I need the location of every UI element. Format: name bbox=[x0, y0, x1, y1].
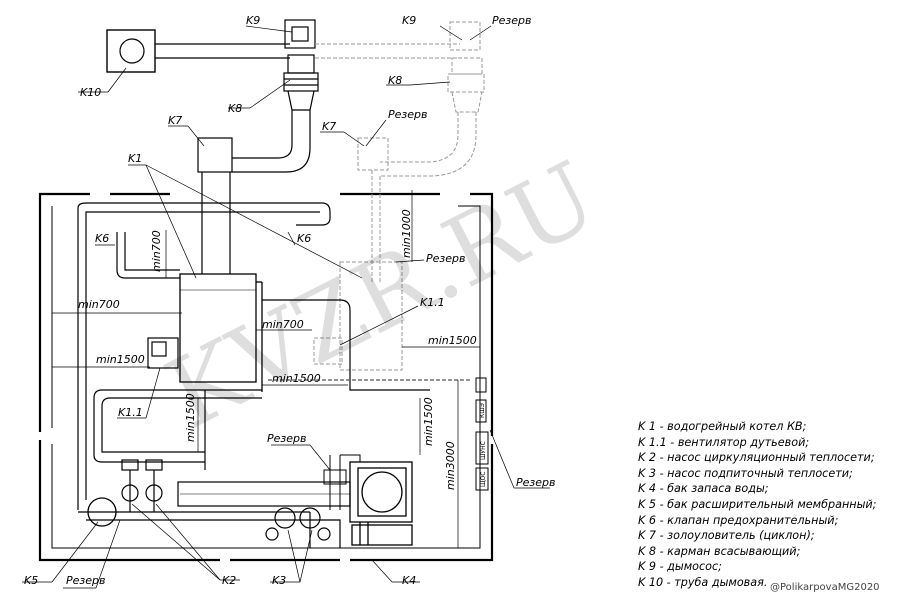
label-k7: K7 bbox=[168, 114, 182, 127]
dim-min3000: min3000 bbox=[444, 441, 457, 490]
legend-item: K 7 - золоуловитель (циклон); bbox=[638, 529, 815, 543]
label-reserve-k1: Резерв bbox=[426, 252, 465, 265]
dim-min1000: min1000 bbox=[400, 209, 413, 258]
label-k9: K9 bbox=[246, 14, 260, 27]
legend-item: K 6 - клапан предохранительный; bbox=[638, 513, 839, 527]
k9-smoke-exhauster bbox=[283, 19, 319, 111]
dimension-lines bbox=[52, 190, 480, 548]
cabinet-1-label: КШЭ bbox=[479, 403, 486, 418]
label-reserve-k7: Резерв bbox=[388, 108, 427, 121]
label-reserve-bottom: Резерв bbox=[66, 574, 105, 587]
k10-chimney bbox=[106, 29, 290, 73]
label-k1-1-right: K1.1 bbox=[420, 296, 445, 309]
cabinet-2-label: ШУНС bbox=[480, 441, 487, 460]
label-reserve-k4: Резерв bbox=[267, 432, 306, 445]
label-k1-1-left: K1.1 bbox=[118, 406, 143, 419]
label-k5: K5 bbox=[24, 574, 38, 587]
dim-min700-left: min700 bbox=[78, 298, 120, 311]
legend-item: K 1.1 - вентилятор дутьевой; bbox=[638, 435, 810, 449]
k3-makeup-pumps bbox=[265, 507, 331, 541]
dim-min1500-right: min1500 bbox=[428, 334, 477, 347]
label-k3: K3 bbox=[272, 574, 286, 587]
dim-min700-vertical: min700 bbox=[150, 230, 163, 272]
legend-item: K 8 - карман всасывающий; bbox=[638, 544, 801, 558]
legend-item: K 1 - водогрейный котел КВ; bbox=[638, 420, 807, 433]
label-k6-right: K6 bbox=[297, 232, 311, 245]
label-k7-reserve: K7 bbox=[322, 120, 336, 133]
label-k10: K10 bbox=[80, 86, 101, 99]
dim-min1500-left: min1500 bbox=[96, 353, 145, 366]
author-credit: @PolikarpovaMG2020 bbox=[770, 582, 880, 593]
dim-min1500-mid: min1500 bbox=[272, 372, 321, 385]
reserve-pumps-near-k4 bbox=[323, 454, 361, 510]
watermark: KVZR.RU bbox=[150, 140, 614, 450]
dim-min1500-vertical-right: min1500 bbox=[422, 397, 435, 446]
label-k2: K2 bbox=[222, 574, 236, 587]
k1-1-fan-reserve bbox=[313, 337, 343, 365]
piping bbox=[77, 202, 470, 548]
label-k8-reserve: K8 bbox=[388, 74, 402, 87]
legend-item: K 5 - бак расширительный мембранный; bbox=[638, 497, 877, 511]
label-reserve-k9: Резерв bbox=[492, 14, 531, 27]
k1-1-fan bbox=[147, 337, 179, 369]
legend-item: K 2 - насос циркуляционный теплосети; bbox=[638, 451, 875, 465]
label-k9-reserve: K9 bbox=[402, 14, 416, 27]
reserve-k9-k8 bbox=[315, 21, 485, 371]
cabinet-3-label: ЩОС bbox=[480, 472, 487, 487]
legend-item: K 4 - бак запаса воды; bbox=[638, 482, 769, 496]
legend: K 1 - водогрейный котел КВ; K 1.1 - вент… bbox=[638, 419, 900, 591]
dim-min1500-vertical-left: min1500 bbox=[184, 393, 197, 442]
label-k1: K1 bbox=[128, 152, 142, 165]
k5-expansion-tank bbox=[87, 497, 117, 527]
label-k4: K4 bbox=[402, 574, 416, 587]
label-k8: K8 bbox=[228, 102, 242, 115]
legend-item: K 10 - труба дымовая. bbox=[638, 575, 768, 589]
room-walls bbox=[38, 192, 494, 562]
k7-cyclone bbox=[197, 137, 233, 274]
label-k6-left: K6 bbox=[95, 232, 109, 245]
electrical-cabinets bbox=[475, 377, 489, 491]
dim-min700-mid: min700 bbox=[262, 318, 304, 331]
leader-lines bbox=[22, 25, 550, 589]
label-reserve-right: Резерв bbox=[516, 476, 555, 489]
k2-circulation-pumps bbox=[121, 459, 163, 512]
legend-item: K 3 - насос подпиточный теплосети; bbox=[638, 466, 853, 480]
k4-water-tank bbox=[349, 461, 413, 546]
legend-item: K 9 - дымосос; bbox=[638, 560, 722, 574]
k8-suction-pocket bbox=[232, 110, 311, 173]
